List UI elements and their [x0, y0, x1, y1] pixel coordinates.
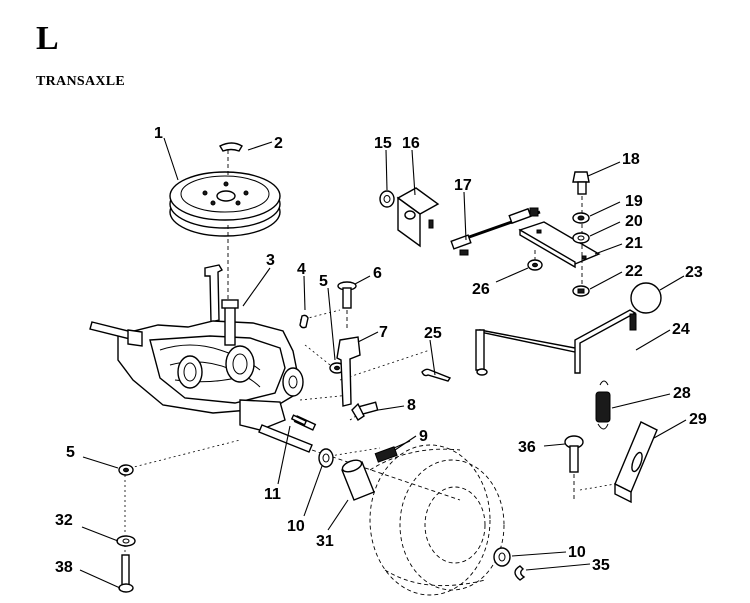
- washer: [318, 448, 334, 468]
- callout-8: 8: [407, 397, 416, 414]
- callouts: 1 2 3 4 5 5 6 7 8 9 10 10 11 15 16 17 18…: [55, 125, 707, 576]
- callout-3: 3: [266, 252, 275, 269]
- callout-22: 22: [625, 263, 643, 280]
- shift-plate: [518, 221, 601, 269]
- callout-36: 36: [518, 439, 536, 456]
- bolt-18: [572, 171, 590, 290]
- bolt-36: [564, 435, 584, 500]
- callout-19: 19: [625, 193, 643, 210]
- callout-1: 1: [154, 125, 163, 142]
- callout-21: 21: [625, 235, 643, 252]
- nut-lower: [118, 464, 134, 476]
- callout-4: 4: [297, 261, 306, 278]
- pulley: [169, 150, 281, 305]
- callout-5-upper: 5: [319, 273, 328, 290]
- callout-26: 26: [472, 281, 490, 298]
- callout-9: 9: [419, 428, 428, 445]
- leader-lines: [79, 137, 687, 589]
- return-spring: [595, 380, 611, 430]
- key: [219, 142, 243, 152]
- shift-rod: [450, 207, 541, 256]
- callout-15: 15: [374, 135, 392, 152]
- bolt: [351, 401, 379, 421]
- callout-25: 25: [424, 325, 442, 342]
- section-letter: L: [36, 20, 59, 57]
- callout-6: 6: [373, 265, 382, 282]
- callout-32: 32: [55, 512, 73, 529]
- callout-17: 17: [454, 177, 472, 194]
- shift-lever: [475, 309, 637, 376]
- washer-15: [379, 190, 395, 208]
- callout-11: 11: [264, 486, 281, 503]
- nut-26: [527, 250, 543, 271]
- callout-24: 24: [672, 321, 690, 338]
- spacer: [341, 459, 375, 501]
- callout-7: 7: [379, 324, 388, 341]
- bracket: [336, 336, 361, 407]
- cotter-pin: [421, 368, 452, 382]
- shift-knob: [630, 282, 662, 314]
- callout-10-lower: 10: [568, 544, 586, 561]
- callout-29: 29: [689, 411, 707, 428]
- axle-key: [290, 414, 308, 426]
- callout-16: 16: [402, 135, 420, 152]
- transaxle-housing: [89, 264, 461, 501]
- callout-35: 35: [592, 557, 610, 574]
- washer-20: [572, 232, 590, 244]
- pin: [299, 314, 309, 329]
- callout-5-lower: 5: [66, 444, 75, 461]
- callout-18: 18: [622, 151, 640, 168]
- callout-20: 20: [625, 213, 643, 230]
- retaining-clip: [514, 565, 526, 581]
- bolt-38: [118, 554, 134, 593]
- callout-10-upper: 10: [287, 518, 305, 535]
- washer-lower: [493, 547, 511, 567]
- washer-32: [116, 535, 136, 547]
- section-title: TRANSAXLE: [36, 74, 126, 89]
- callout-28: 28: [673, 385, 691, 402]
- carriage-bolt: [337, 281, 357, 330]
- bracket-16: [396, 187, 440, 248]
- callout-23: 23: [685, 264, 703, 281]
- callout-31: 31: [316, 533, 334, 550]
- mounting-bracket: [579, 421, 658, 504]
- wheel: [369, 444, 505, 596]
- spring-small: [374, 440, 411, 463]
- callout-38: 38: [55, 559, 73, 576]
- callout-2: 2: [274, 135, 283, 152]
